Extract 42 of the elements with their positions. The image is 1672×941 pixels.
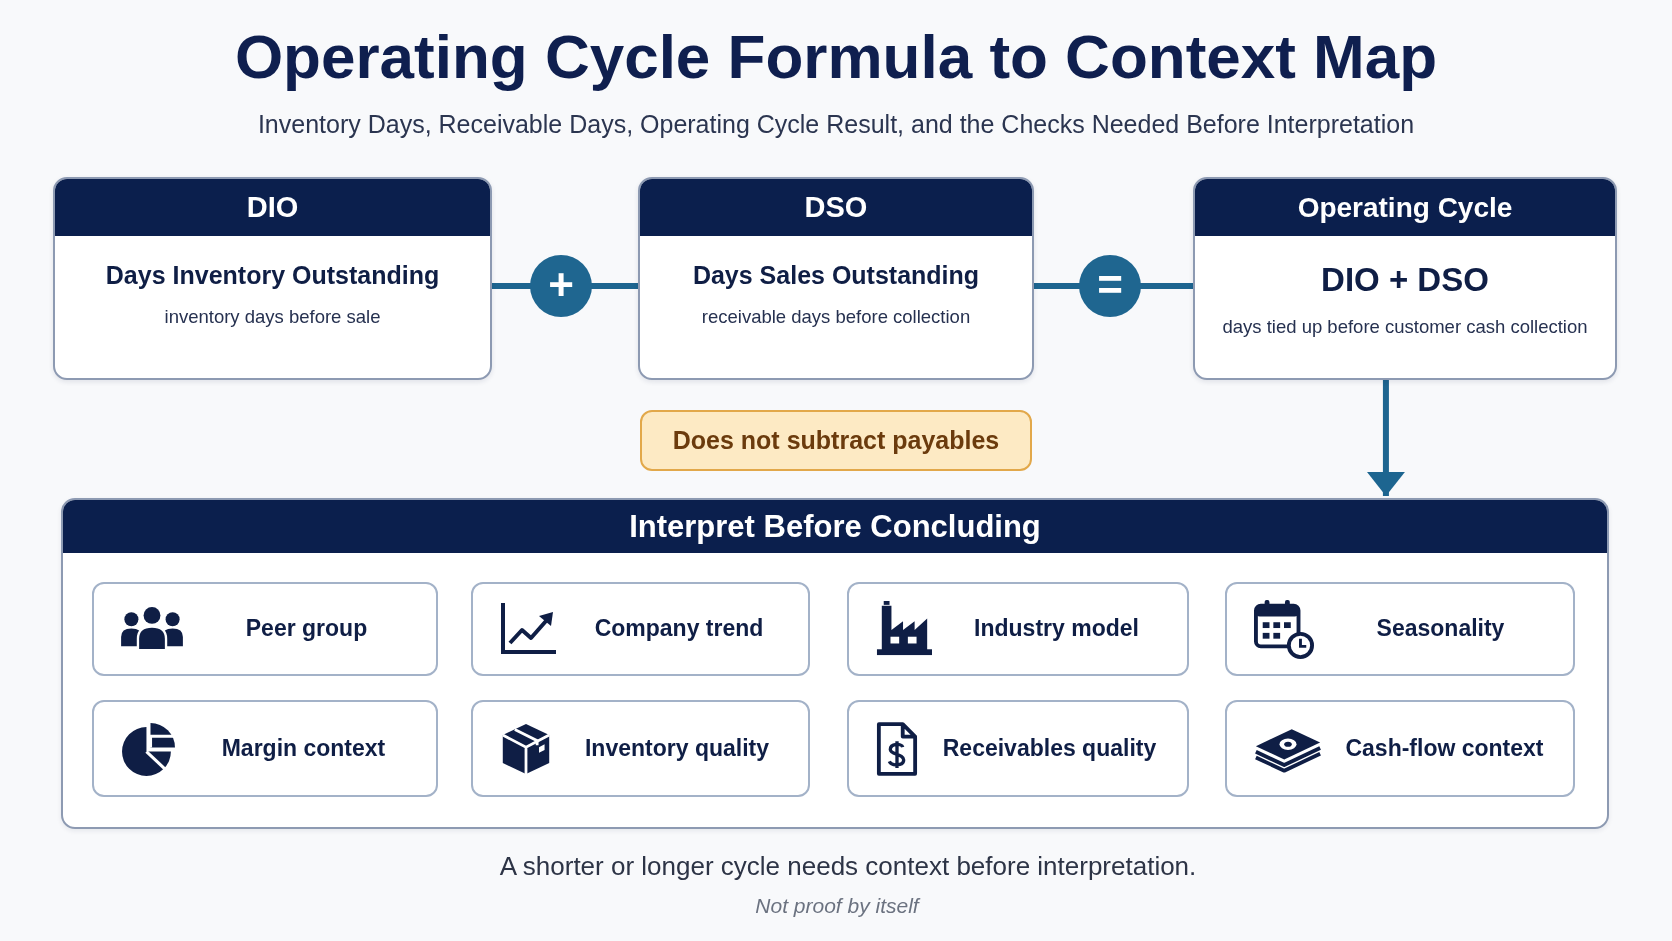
- metric-card: [1193, 177, 1617, 380]
- check-label: Inventory quality: [584, 734, 769, 763]
- check-label: Industry model: [974, 615, 1139, 643]
- check-card: [847, 582, 1189, 676]
- check-label: Company trend: [594, 615, 764, 643]
- note-text: Not proof by itself: [755, 893, 919, 919]
- page-title: Operating Cycle Formula to Context Map: [234, 21, 1438, 93]
- check-label: Cash-flow context: [1345, 734, 1544, 763]
- check-label: Peer group: [245, 615, 368, 643]
- panel-header: Interpret Before Concluding: [63, 500, 1607, 553]
- check-label: Margin context: [221, 734, 386, 763]
- metric-description: days tied up before customer cash collection: [1222, 315, 1588, 338]
- operator-circle: +: [530, 255, 592, 317]
- metric-card: [53, 177, 492, 380]
- metric-description: inventory days before sale: [164, 306, 381, 329]
- metric-description: receivable days before collection: [701, 306, 971, 329]
- check-card: [847, 700, 1189, 797]
- caption-text: A shorter or longer cycle needs context before interpretation.: [499, 851, 1197, 883]
- check-card: [92, 582, 438, 676]
- page-subtitle: Inventory Days, Receivable Days, Operating Cycle Result, and the Checks Needed Before Interpretation: [257, 109, 1415, 139]
- check-label: Receivables quality: [942, 734, 1157, 763]
- connector-line: [1033, 283, 1080, 289]
- card-header: DSO: [640, 179, 1032, 236]
- metric-name: Days Sales Outstanding: [692, 260, 980, 290]
- connector-line: [1140, 283, 1194, 289]
- check-card: [471, 700, 810, 797]
- warning-note: Does not subtract payables: [640, 410, 1032, 471]
- checklist-panel: [61, 498, 1609, 829]
- connector-line: [591, 283, 639, 289]
- check-card: [471, 582, 810, 676]
- check-card: [92, 700, 438, 797]
- card-header: Operating Cycle: [1195, 179, 1615, 236]
- card-header: DIO: [55, 179, 490, 236]
- check-label: Seasonality: [1376, 615, 1505, 643]
- connector-line: [491, 283, 531, 289]
- metric-card: [638, 177, 1034, 380]
- operator-circle: =: [1079, 255, 1141, 317]
- metric-name: Days Inventory Outstanding: [105, 260, 440, 290]
- check-card: [1225, 582, 1575, 676]
- formula-text: DIO + DSO: [1321, 260, 1489, 300]
- arrow: [1366, 379, 1405, 496]
- check-card: [1225, 700, 1575, 797]
